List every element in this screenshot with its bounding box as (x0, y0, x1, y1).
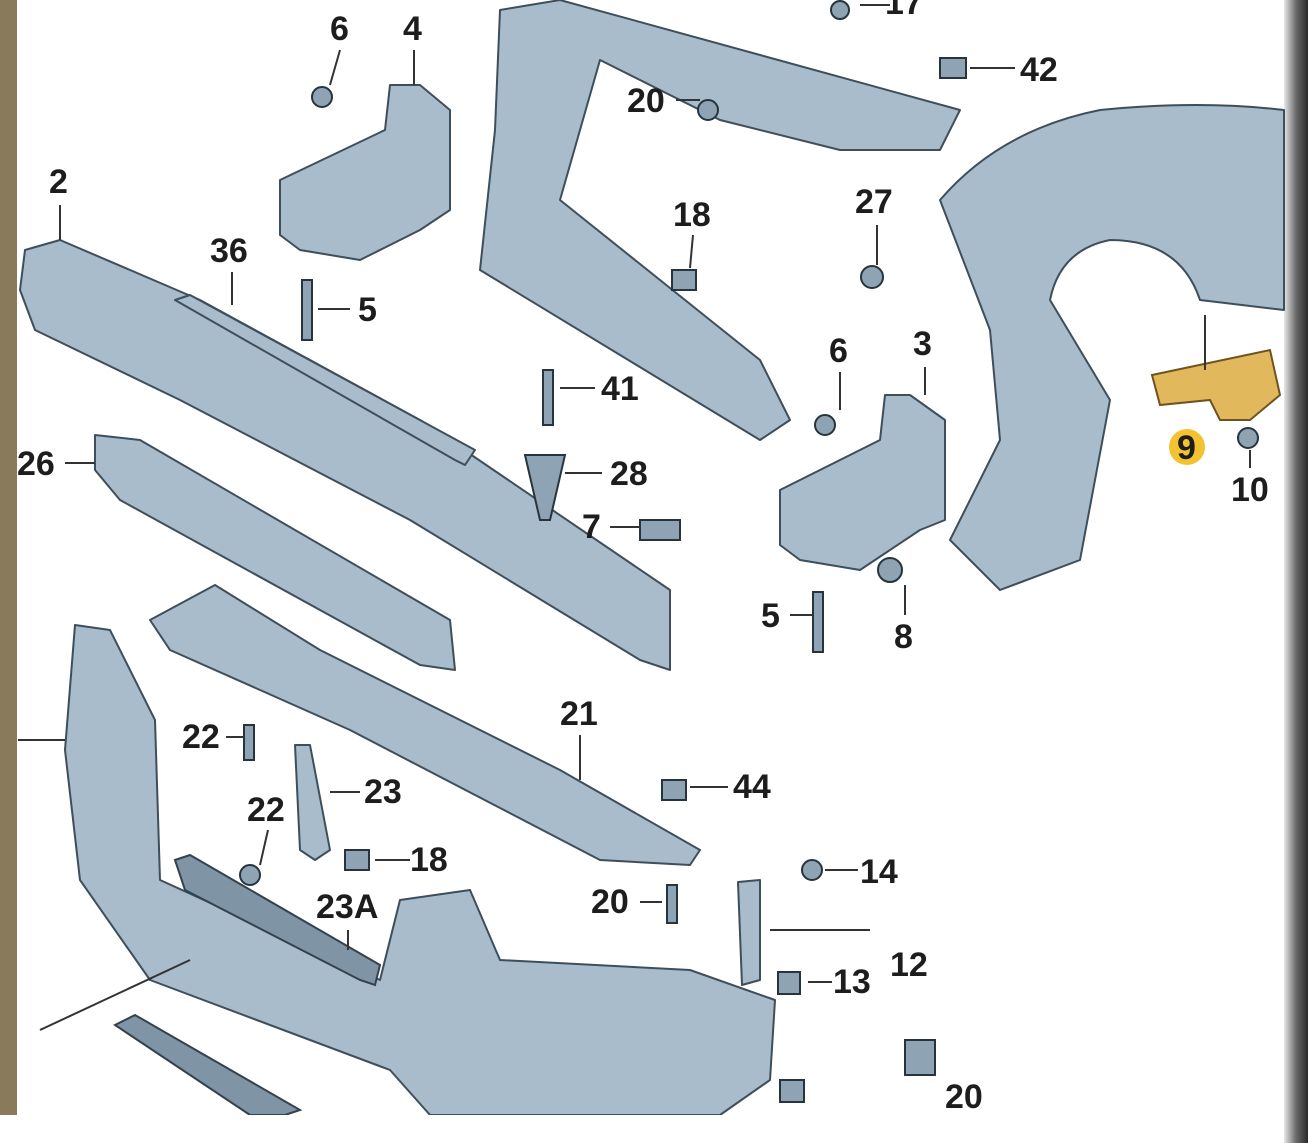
label-21: 21 (560, 695, 598, 733)
label-23A: 23A (316, 888, 378, 926)
bolt-8-icon (877, 557, 903, 583)
bottom-margin (0, 1115, 1284, 1143)
screw-6b-icon (814, 414, 836, 436)
screw-22b-icon (239, 864, 261, 886)
label-9: 9 (1177, 429, 1196, 467)
label-44: 44 (733, 768, 771, 806)
label-18: 18 (673, 196, 711, 234)
part-9-bracket (1150, 348, 1282, 421)
bolt-5b-icon (812, 591, 824, 653)
strip-36 (174, 294, 476, 466)
label-6: 6 (330, 10, 349, 48)
screw-14-icon (801, 859, 823, 881)
label-20: 20 (627, 82, 665, 120)
label-12: 12 (890, 946, 928, 984)
leader-lines (18, 4, 1251, 1031)
label-42: 42 (1020, 51, 1058, 89)
label-2: 2 (49, 163, 68, 201)
screw-20-icon (697, 99, 719, 121)
label-20b: 20 (591, 883, 629, 921)
bumper-trim-strip (113, 1013, 303, 1116)
bolt-41-icon (542, 369, 554, 426)
nut-10-icon (1237, 427, 1259, 449)
highlight-badge-9 (1169, 429, 1205, 465)
lock-carrier (479, 0, 961, 441)
bracket-23 (294, 744, 331, 861)
label-27: 27 (855, 183, 893, 221)
label-8: 8 (894, 618, 913, 656)
clip-18-icon (671, 269, 697, 291)
bumper-cover (64, 624, 776, 1116)
bracket-4 (279, 84, 451, 261)
label-23: 23 (364, 773, 402, 811)
label-26: 26 (17, 445, 55, 483)
label-13: 13 (833, 963, 871, 1001)
right-edge-strip (1284, 0, 1308, 1143)
screw-17-icon (830, 0, 850, 20)
left-edge-strip (0, 0, 17, 1115)
callout-labels: 17 6 4 42 20 2 36 5 18 27 41 6 3 26 28 7… (17, 0, 1269, 1116)
nut-27-icon (860, 265, 884, 289)
label-22: 22 (182, 718, 220, 756)
fasteners (239, 0, 1259, 1103)
undertray-21 (149, 584, 701, 866)
screw-6-icon (311, 86, 333, 108)
clip-42-icon (939, 57, 967, 79)
label-20c: 20 (945, 1078, 983, 1116)
screw-20b-icon (666, 884, 678, 924)
label-4: 4 (403, 10, 422, 48)
energy-absorber (94, 434, 456, 671)
screw-22-icon (243, 724, 255, 761)
label-36: 36 (210, 232, 248, 270)
label-10: 10 (1231, 471, 1269, 509)
expansion-rivet-28-icon (523, 454, 567, 521)
guide-12 (737, 879, 761, 986)
clip-44-icon (661, 779, 687, 801)
bracket-3 (779, 394, 946, 571)
bracket-bottom-icon (904, 1039, 936, 1076)
label-17: 17 (885, 0, 923, 22)
clip-13-icon (777, 971, 801, 995)
bolt-5-icon (301, 279, 313, 341)
label-5b: 5 (761, 597, 780, 635)
label-7: 7 (582, 508, 601, 546)
label-5: 5 (358, 291, 377, 329)
label-22b: 22 (247, 791, 285, 829)
label-6b: 6 (829, 332, 848, 370)
label-41: 41 (601, 370, 639, 408)
fender (939, 104, 1285, 591)
label-18b: 18 (410, 841, 448, 879)
bracket-7-icon (639, 519, 681, 541)
label-14: 14 (860, 853, 898, 891)
label-28: 28 (610, 455, 648, 493)
label-3: 3 (913, 325, 932, 363)
clip-bottom-icon (779, 1079, 805, 1103)
mounting-bracket-23A (173, 853, 382, 987)
bumper-beam (19, 239, 671, 671)
clip-18b-icon (344, 849, 370, 871)
